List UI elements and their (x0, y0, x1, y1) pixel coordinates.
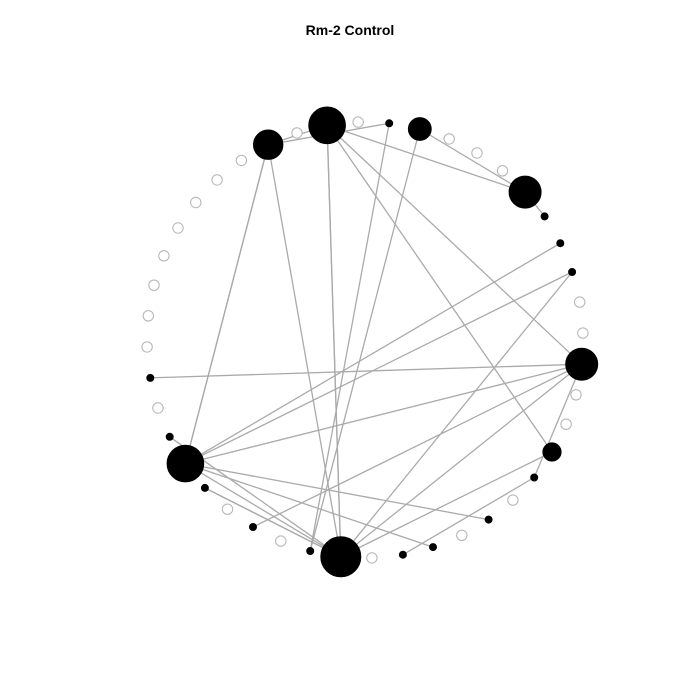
isolated-node (235, 154, 248, 167)
graph-edge (252, 363, 582, 528)
graph-node (249, 523, 257, 531)
graph-edge (267, 144, 342, 557)
nodes-layer (141, 106, 599, 578)
graph-node (398, 550, 407, 559)
graph-node (146, 373, 155, 382)
isolated-node (221, 503, 234, 515)
graph-node (508, 175, 542, 209)
graph-node (556, 239, 565, 248)
graph-edge (185, 363, 582, 465)
isolated-node (471, 147, 483, 159)
graph-edge (185, 462, 489, 521)
graph-node (429, 543, 437, 552)
graph-edge (326, 124, 553, 453)
isolated-node (148, 279, 160, 291)
graph-node (306, 547, 315, 555)
graph-node (568, 268, 577, 276)
graph-edge (150, 363, 582, 379)
graph-edge (185, 242, 561, 465)
isolated-node (352, 116, 364, 128)
graph-node (542, 442, 562, 462)
isolated-node (496, 165, 509, 177)
graph-edge (402, 476, 535, 556)
isolated-node (574, 296, 586, 308)
isolated-node (158, 250, 170, 262)
graph-node (200, 483, 209, 492)
graph-edge (185, 271, 573, 465)
graph-node (308, 106, 346, 145)
graph-node (320, 536, 362, 578)
graph-node (166, 444, 205, 483)
isolated-node (443, 133, 455, 145)
graph-edge (326, 124, 526, 193)
isolated-node (570, 389, 582, 401)
graph-edge (340, 363, 583, 558)
isolated-node (456, 529, 468, 541)
chart-title: Rm-2 Control (305, 22, 395, 38)
isolated-node (211, 174, 223, 186)
graph-edge (340, 451, 553, 558)
graph-edge (185, 462, 434, 548)
isolated-node (291, 127, 303, 139)
graph-node (253, 129, 284, 160)
isolated-node (152, 402, 164, 414)
graph-edge (184, 144, 269, 464)
isolated-node (560, 418, 572, 430)
graph-edge (419, 128, 526, 193)
graph-node (407, 117, 432, 141)
isolated-node (190, 196, 202, 209)
graph-edge (309, 123, 390, 552)
graph-node (484, 515, 493, 524)
isolated-node (366, 552, 378, 564)
graph-node (565, 347, 599, 381)
graph-edge (309, 128, 421, 552)
isolated-node (142, 310, 155, 322)
isolated-node (577, 327, 589, 339)
graph-edge (326, 124, 583, 365)
isolated-node (172, 222, 184, 234)
isolated-node (141, 341, 153, 353)
graph-edge (340, 271, 573, 558)
graph-edge (185, 463, 342, 558)
graph-node (165, 432, 174, 441)
graph-edge (204, 487, 342, 558)
isolated-node (275, 535, 287, 547)
graph-node (385, 119, 394, 128)
graph-node (530, 473, 539, 482)
graph-node (540, 212, 549, 221)
graph-edge (533, 363, 583, 478)
isolated-node (507, 494, 519, 506)
